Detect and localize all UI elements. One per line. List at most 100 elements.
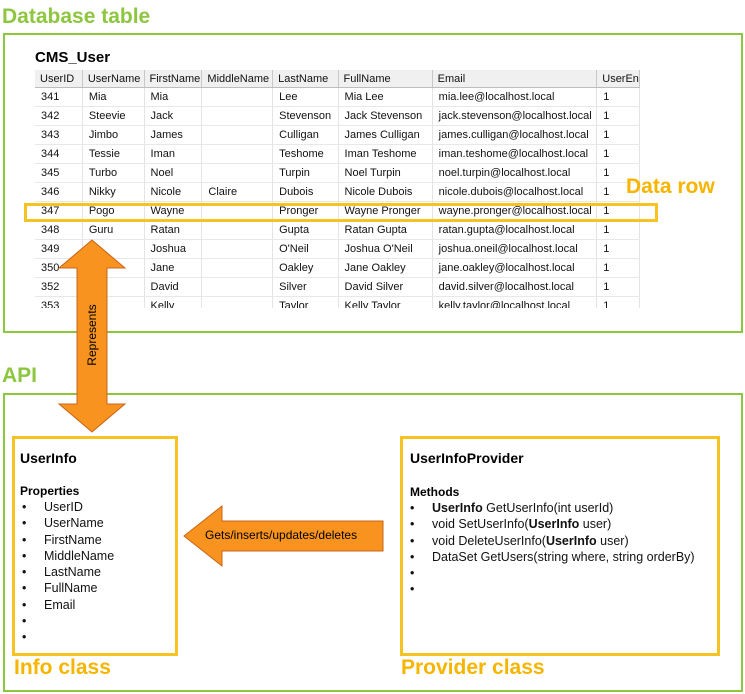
- column-header[interactable]: UserEn: [596, 70, 640, 88]
- table-cell[interactable]: Lee: [272, 87, 339, 107]
- table-cell[interactable]: Guru: [82, 220, 145, 240]
- column-header[interactable]: UserName: [82, 70, 145, 88]
- table-cell[interactable]: wayne.pronger@localhost.local: [432, 201, 598, 221]
- column-header[interactable]: UserID: [35, 70, 83, 88]
- table-cell[interactable]: [201, 296, 274, 308]
- table-cell[interactable]: David Silver: [338, 277, 433, 297]
- table-cell[interactable]: Ratan: [144, 220, 203, 240]
- table-cell[interactable]: Ratan Gupta: [338, 220, 433, 240]
- table-cell[interactable]: Noel Turpin: [338, 163, 433, 183]
- table-cell[interactable]: Nicole Dubois: [338, 182, 433, 202]
- table-cell[interactable]: Teshome: [272, 144, 339, 164]
- table-cell[interactable]: 343: [35, 125, 83, 145]
- table-cell[interactable]: Joshua O'Neil: [338, 239, 433, 259]
- table-cell[interactable]: Turpin: [272, 163, 339, 183]
- table-cell[interactable]: [201, 87, 274, 107]
- table-cell[interactable]: 344: [35, 144, 83, 164]
- table-cell[interactable]: James Culligan: [338, 125, 433, 145]
- table-cell[interactable]: 348: [35, 220, 83, 240]
- column-header[interactable]: FullName: [338, 70, 433, 88]
- table-cell[interactable]: jane.oakley@localhost.local: [432, 258, 598, 278]
- table-cell[interactable]: Turbo: [82, 163, 145, 183]
- table-cell[interactable]: 349: [35, 239, 83, 259]
- table-cell[interactable]: kelly.taylor@localhost.local: [432, 296, 598, 308]
- table-cell[interactable]: 1: [596, 106, 640, 126]
- table-cell[interactable]: O'Neil: [272, 239, 339, 259]
- table-cell[interactable]: Jane: [144, 258, 203, 278]
- table-cell[interactable]: Culligan: [272, 125, 339, 145]
- table-cell[interactable]: 1: [596, 163, 640, 183]
- table-cell[interactable]: 341: [35, 87, 83, 107]
- table-cell[interactable]: 1: [596, 239, 640, 259]
- table-cell[interactable]: 1: [596, 277, 640, 297]
- table-cell[interactable]: ratan.gupta@localhost.local: [432, 220, 598, 240]
- table-cell[interactable]: 1: [596, 144, 640, 164]
- column-header[interactable]: MiddleName: [201, 70, 274, 88]
- column-header[interactable]: FirstName: [144, 70, 203, 88]
- table-cell[interactable]: Iman: [144, 144, 203, 164]
- table-cell[interactable]: Mia Lee: [338, 87, 433, 107]
- table-row[interactable]: 353llyKellyTaylorKelly Taylorkelly.taylo…: [35, 296, 640, 308]
- table-cell[interactable]: Iman Teshome: [338, 144, 433, 164]
- table-cell[interactable]: Mia: [144, 87, 203, 107]
- table-cell[interactable]: Jack: [144, 106, 203, 126]
- table-cell[interactable]: Taylor: [272, 296, 339, 308]
- table-cell[interactable]: Jack Stevenson: [338, 106, 433, 126]
- table-cell[interactable]: Kelly: [144, 296, 203, 308]
- table-cell[interactable]: mia.lee@localhost.local: [432, 87, 598, 107]
- table-cell[interactable]: Oakley: [272, 258, 339, 278]
- table-cell[interactable]: Joshua: [144, 239, 203, 259]
- table-cell[interactable]: Claire: [201, 182, 274, 202]
- table-cell[interactable]: joshua.oneil@localhost.local: [432, 239, 598, 259]
- table-cell[interactable]: jack.stevenson@localhost.local: [432, 106, 598, 126]
- table-cell[interactable]: 1: [596, 296, 640, 308]
- table-cell[interactable]: Silver: [272, 277, 339, 297]
- table-cell[interactable]: 345: [35, 163, 83, 183]
- table-cell[interactable]: Nicole: [144, 182, 203, 202]
- table-cell[interactable]: [201, 144, 274, 164]
- table-cell[interactable]: Kelly Taylor: [338, 296, 433, 308]
- table-cell[interactable]: [201, 106, 274, 126]
- table-cell[interactable]: nicole.dubois@localhost.local: [432, 182, 598, 202]
- table-cell[interactable]: [201, 277, 274, 297]
- table-cell[interactable]: Tessie: [82, 144, 145, 164]
- table-cell[interactable]: Mia: [82, 87, 145, 107]
- table-cell[interactable]: Steevie: [82, 106, 145, 126]
- table-cell[interactable]: iman.teshome@localhost.local: [432, 144, 598, 164]
- table-cell[interactable]: Nikky: [82, 182, 145, 202]
- table-cell[interactable]: 1: [596, 182, 640, 202]
- table-cell[interactable]: noel.turpin@localhost.local: [432, 163, 598, 183]
- table-cell[interactable]: 1: [596, 87, 640, 107]
- column-header[interactable]: LastName: [272, 70, 339, 88]
- table-cell[interactable]: 342: [35, 106, 83, 126]
- table-cell[interactable]: Noel: [144, 163, 203, 183]
- table-cell[interactable]: 352: [35, 277, 83, 297]
- table-cell[interactable]: 347: [35, 201, 83, 221]
- table-cell[interactable]: 346: [35, 182, 83, 202]
- table-cell[interactable]: [201, 125, 274, 145]
- table-cell[interactable]: [201, 239, 274, 259]
- table-cell[interactable]: Dubois: [272, 182, 339, 202]
- table-cell[interactable]: [201, 258, 274, 278]
- table-cell[interactable]: Stevenson: [272, 106, 339, 126]
- table-cell[interactable]: 1: [596, 125, 640, 145]
- column-header[interactable]: Email: [432, 70, 598, 88]
- table-cell[interactable]: Jimbo: [82, 125, 145, 145]
- table-cell[interactable]: 1: [596, 258, 640, 278]
- table-cell[interactable]: David: [144, 277, 203, 297]
- table-cell[interactable]: Jane Oakley: [338, 258, 433, 278]
- table-cell[interactable]: david.silver@localhost.local: [432, 277, 598, 297]
- table-cell[interactable]: Gupta: [272, 220, 339, 240]
- table-cell[interactable]: [201, 163, 274, 183]
- table-cell[interactable]: 1: [596, 220, 640, 240]
- table-cell[interactable]: James: [144, 125, 203, 145]
- table-cell[interactable]: [201, 220, 274, 240]
